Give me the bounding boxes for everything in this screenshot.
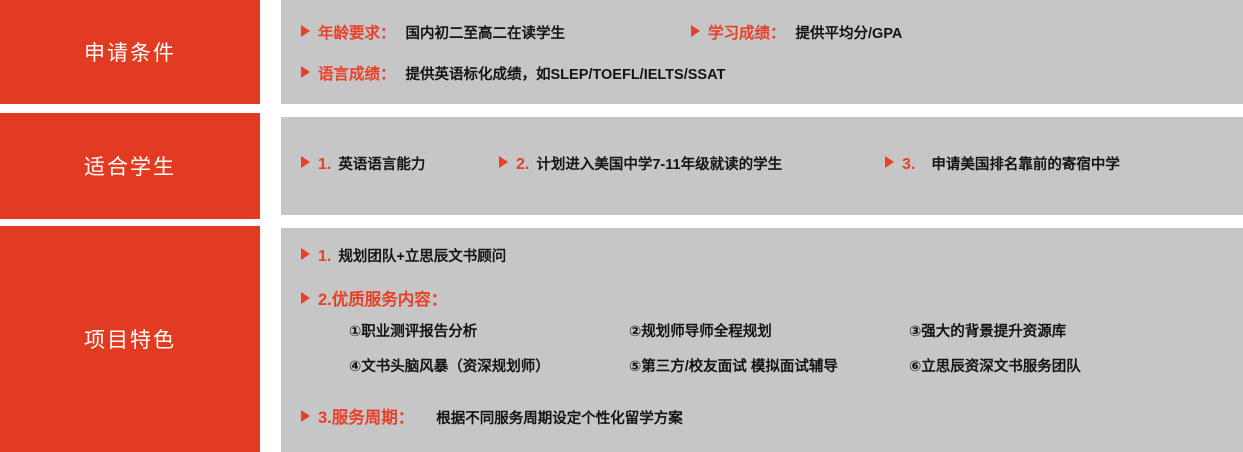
content-row: 年龄要求： 国内初二至高二在读学生 — [301, 21, 565, 43]
triangle-right-icon — [301, 66, 310, 78]
triangle-right-icon — [301, 292, 310, 304]
content-row: 2.优质服务内容： — [301, 286, 447, 310]
item-number: 1. — [318, 248, 332, 265]
service-item: ①职业测评报告分析 — [349, 324, 478, 340]
item-value: 提供平均分/GPA — [795, 26, 903, 42]
section-label-text: 申请条件 — [84, 42, 176, 65]
triangle-right-icon — [301, 156, 310, 168]
content-row: 2. 计划进入美国中学7-11年级就读的学生 — [499, 153, 782, 174]
service-item: ④文书头脑风暴（资深规划师） — [349, 359, 550, 375]
item-value: 规划团队+立思辰文书顾问 — [338, 249, 507, 265]
item-value: 提供英语标化成绩，如SLEP/TOEFL/IELTS/SSAT — [405, 67, 726, 83]
triangle-right-icon — [885, 156, 894, 168]
item-value: 英语语言能力 — [338, 157, 426, 173]
section-content-suitable-students: 1. 英语语言能力 2. 计划进入美国中学7-11年级就读的学生 3. 申请美国… — [281, 117, 1243, 215]
triangle-right-icon — [301, 248, 310, 260]
content-row: 语言成绩： 提供英语标化成绩，如SLEP/TOEFL/IELTS/SSAT — [301, 62, 725, 84]
item-key: 语言成绩： — [318, 66, 396, 83]
service-item: ②规划师导师全程规划 — [629, 324, 772, 340]
content-row: 1. 规划团队+立思辰文书顾问 — [301, 245, 506, 266]
item-number: 3. — [902, 156, 916, 173]
content-row: 1. 英语语言能力 — [301, 153, 425, 174]
section-label-program-features: 项目特色 — [0, 226, 260, 452]
service-item: ⑥立思辰资深文书服务团队 — [909, 359, 1081, 375]
section-content-application-requirements: 年龄要求： 国内初二至高二在读学生 学习成绩： 提供平均分/GPA 语言成绩： … — [281, 0, 1243, 104]
item-key: 3.服务周期： — [318, 409, 415, 427]
item-number: 2. — [516, 156, 530, 173]
item-key: 年龄要求： — [318, 25, 396, 42]
item-value: 根据不同服务周期设定个性化留学方案 — [436, 411, 683, 427]
content-row: 3.服务周期： 根据不同服务周期设定个性化留学方案 — [301, 404, 683, 428]
section-label-application-requirements: 申请条件 — [0, 0, 260, 104]
item-value: 申请美国排名靠前的寄宿中学 — [931, 157, 1120, 173]
triangle-right-icon — [499, 156, 508, 168]
content-row: 3. 申请美国排名靠前的寄宿中学 — [885, 153, 1120, 174]
section-content-program-features: 1. 规划团队+立思辰文书顾问 2.优质服务内容： ①职业测评报告分析 ②规划师… — [281, 228, 1243, 452]
triangle-right-icon — [301, 25, 310, 37]
section-label-text: 项目特色 — [84, 329, 176, 352]
triangle-right-icon — [691, 25, 700, 37]
section-label-suitable-students: 适合学生 — [0, 113, 260, 219]
content-row: 学习成绩： 提供平均分/GPA — [691, 21, 902, 43]
item-value: 国内初二至高二在读学生 — [405, 26, 566, 42]
item-value: 计划进入美国中学7-11年级就读的学生 — [536, 157, 783, 173]
service-items-grid: ①职业测评报告分析 ②规划师导师全程规划 ③强大的背景提升资源库 ④文书头脑风暴… — [349, 320, 1229, 376]
triangle-right-icon — [301, 410, 310, 422]
item-key: 学习成绩： — [708, 25, 786, 42]
service-item: ③强大的背景提升资源库 — [909, 324, 1067, 340]
service-item: ⑤第三方/校友面试 模拟面试辅导 — [629, 359, 838, 375]
item-number: 1. — [318, 156, 332, 173]
item-heading: 2.优质服务内容： — [318, 291, 448, 309]
section-label-text: 适合学生 — [84, 156, 176, 179]
